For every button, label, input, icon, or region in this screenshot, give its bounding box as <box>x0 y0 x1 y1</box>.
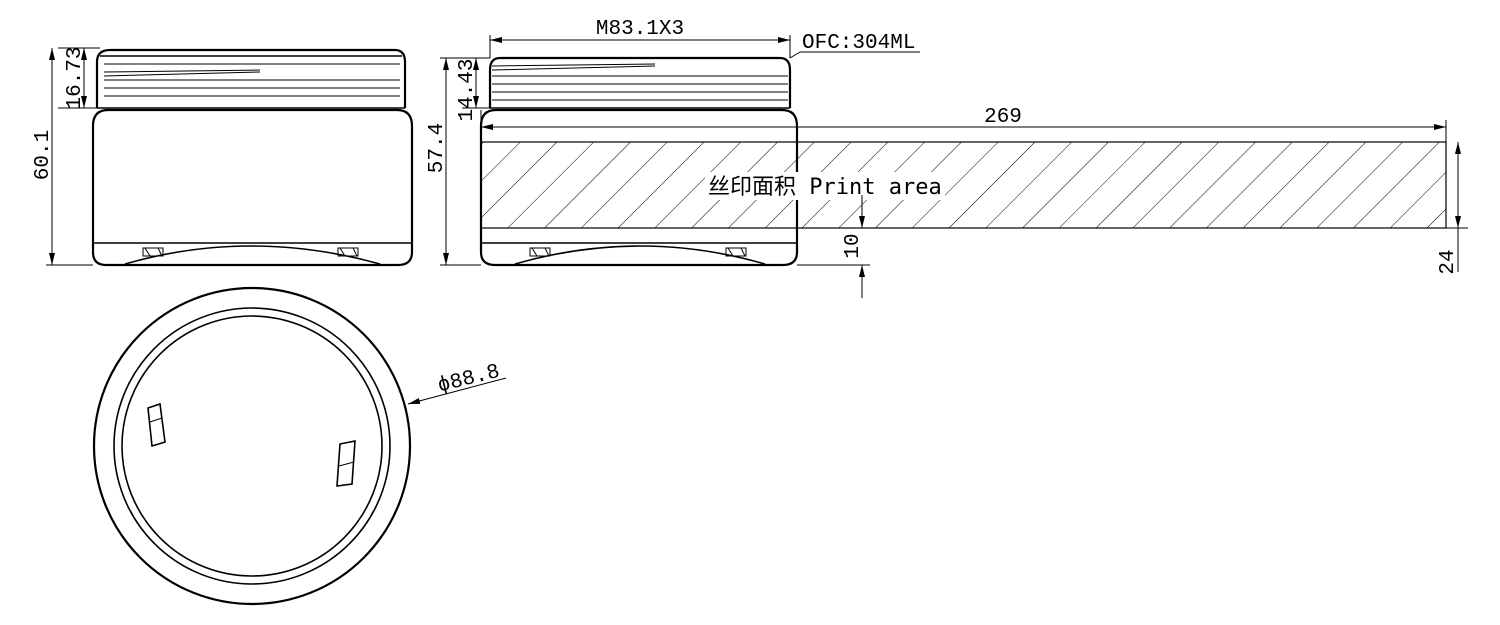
jar-top-view: ϕ88.8 <box>92 286 507 606</box>
diameter-symbol: ϕ <box>436 373 454 398</box>
diameter-value: 88.8 <box>448 361 502 396</box>
body-height-label: 57.4 <box>426 123 449 173</box>
total-height-label: 60.1 <box>32 130 55 180</box>
print-offset-label: 10 <box>842 233 865 258</box>
print-area-hatch <box>480 141 1447 229</box>
print-area-label: 丝印面积 Print area <box>708 175 942 200</box>
jar-neck-view: 丝印面积 Print area M83.1X3 OFC:304ML 14.43 … <box>426 18 1468 298</box>
cap-height-label: 16.73 <box>64 46 87 109</box>
print-height-label: 24 <box>1437 249 1460 274</box>
print-length-label: 269 <box>984 106 1022 129</box>
jar-with-cap-view: 16.73 60.1 <box>32 46 414 267</box>
neck-height-label: 14.43 <box>456 58 479 121</box>
capacity-label: OFC:304ML <box>802 32 915 55</box>
diameter-label: ϕ88.8 <box>436 361 503 399</box>
thread-label: M83.1X3 <box>596 18 684 41</box>
